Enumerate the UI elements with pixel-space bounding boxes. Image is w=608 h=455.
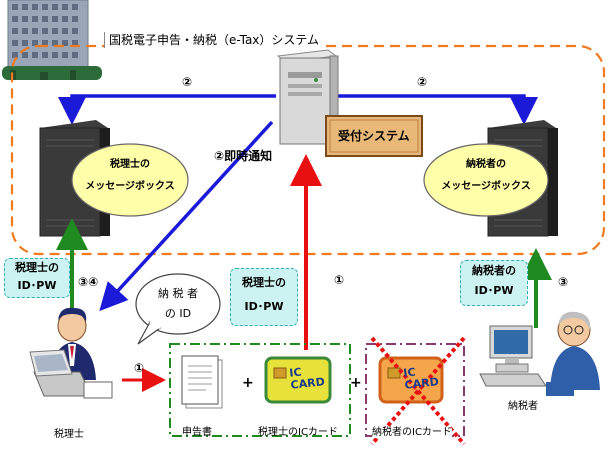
tax-accountant-mailbox (71, 143, 189, 217)
taxpayer-label: 納税者 (508, 401, 538, 412)
idpw-left-line2: ID･PW (17, 279, 57, 292)
taxpayer-mailbox-label: 納税者の メッセージボックス (426, 154, 546, 198)
return-document-icon (181, 355, 223, 409)
idpw-center-line1: 税理士の (242, 276, 286, 289)
immediate-notice-label: ②即時通知 (214, 149, 273, 163)
idpw-left-line1: 税理士の (15, 261, 59, 274)
taxpayer-mailbox-line2: メッセージボックス (441, 181, 531, 192)
tax-accountant-ic-card-icon (264, 356, 332, 404)
tax-accountant-mailbox-label: 税理士の メッセージボックス (74, 154, 186, 198)
taxpayer-ic-card-label: 納税者のICカード (372, 427, 452, 438)
tax-accountant-mailbox-line1: 税理士の (110, 159, 150, 170)
office-building-icon (2, 0, 102, 80)
plus-sign-2: + (350, 375, 362, 391)
reception-system-box (325, 115, 423, 157)
speech-bubble-line1: 納 税 者 (158, 287, 198, 300)
taxpayer-card-box (365, 343, 465, 437)
taxpayer-card-text: IC CARD (403, 364, 440, 392)
plus-sign-1: + (242, 375, 254, 391)
step-taxpayer-login: ③ (558, 275, 569, 289)
notify-arrow-right (336, 94, 538, 125)
idpw-center-line2: ID･PW (244, 300, 284, 313)
tax-accountant-mailbox-line2: メッセージボックス (85, 181, 175, 192)
taxpayer-idpw-line1: 納税者の (472, 264, 516, 277)
crossed-out-icon (370, 336, 466, 446)
notify-arrow-left (58, 94, 276, 125)
tax-accountant-ic-card-label: 税理士のICカード (258, 427, 338, 438)
taxpayer-id-speech-bubble (135, 273, 221, 345)
reception-system-label: 受付システム (338, 129, 410, 143)
taxpayer-idpw-line2: ID･PW (474, 284, 514, 297)
return-document-label: 申告書 (182, 427, 212, 438)
step-right-arrow: ② (417, 75, 428, 89)
tax-accountant-idpw-center: 税理士の ID･PW (230, 268, 298, 326)
step-submit-left: ① (134, 361, 145, 375)
speech-bubble-text: 納 税 者 の ID (146, 284, 210, 324)
speech-bubble-line2: の ID (164, 307, 192, 320)
tax-accountant-idpw-left: 税理士の ID･PW (4, 258, 70, 298)
taxpayer-person-icon (479, 311, 600, 396)
central-server-icon (276, 49, 339, 145)
step-left-arrow: ② (182, 75, 193, 89)
taxpayer-mailbox (423, 143, 549, 217)
submission-package-box (169, 343, 351, 437)
immediate-notice-arrow (99, 120, 274, 312)
taxpayer-idpw: 納税者の ID･PW (460, 260, 528, 306)
system-title: 国税電子申告・納税（e-Tax）システム (104, 32, 324, 48)
step-tax-accountant-login: ③④ (78, 275, 99, 289)
tax-accountant-label: 税理士 (54, 429, 84, 440)
tax-accountant-person-icon (29, 307, 113, 399)
taxpayer-mailbox-line1: 納税者の (466, 159, 506, 170)
tax-accountant-card-text: IC CARD (289, 364, 326, 392)
step-submit-center: ① (334, 273, 345, 287)
